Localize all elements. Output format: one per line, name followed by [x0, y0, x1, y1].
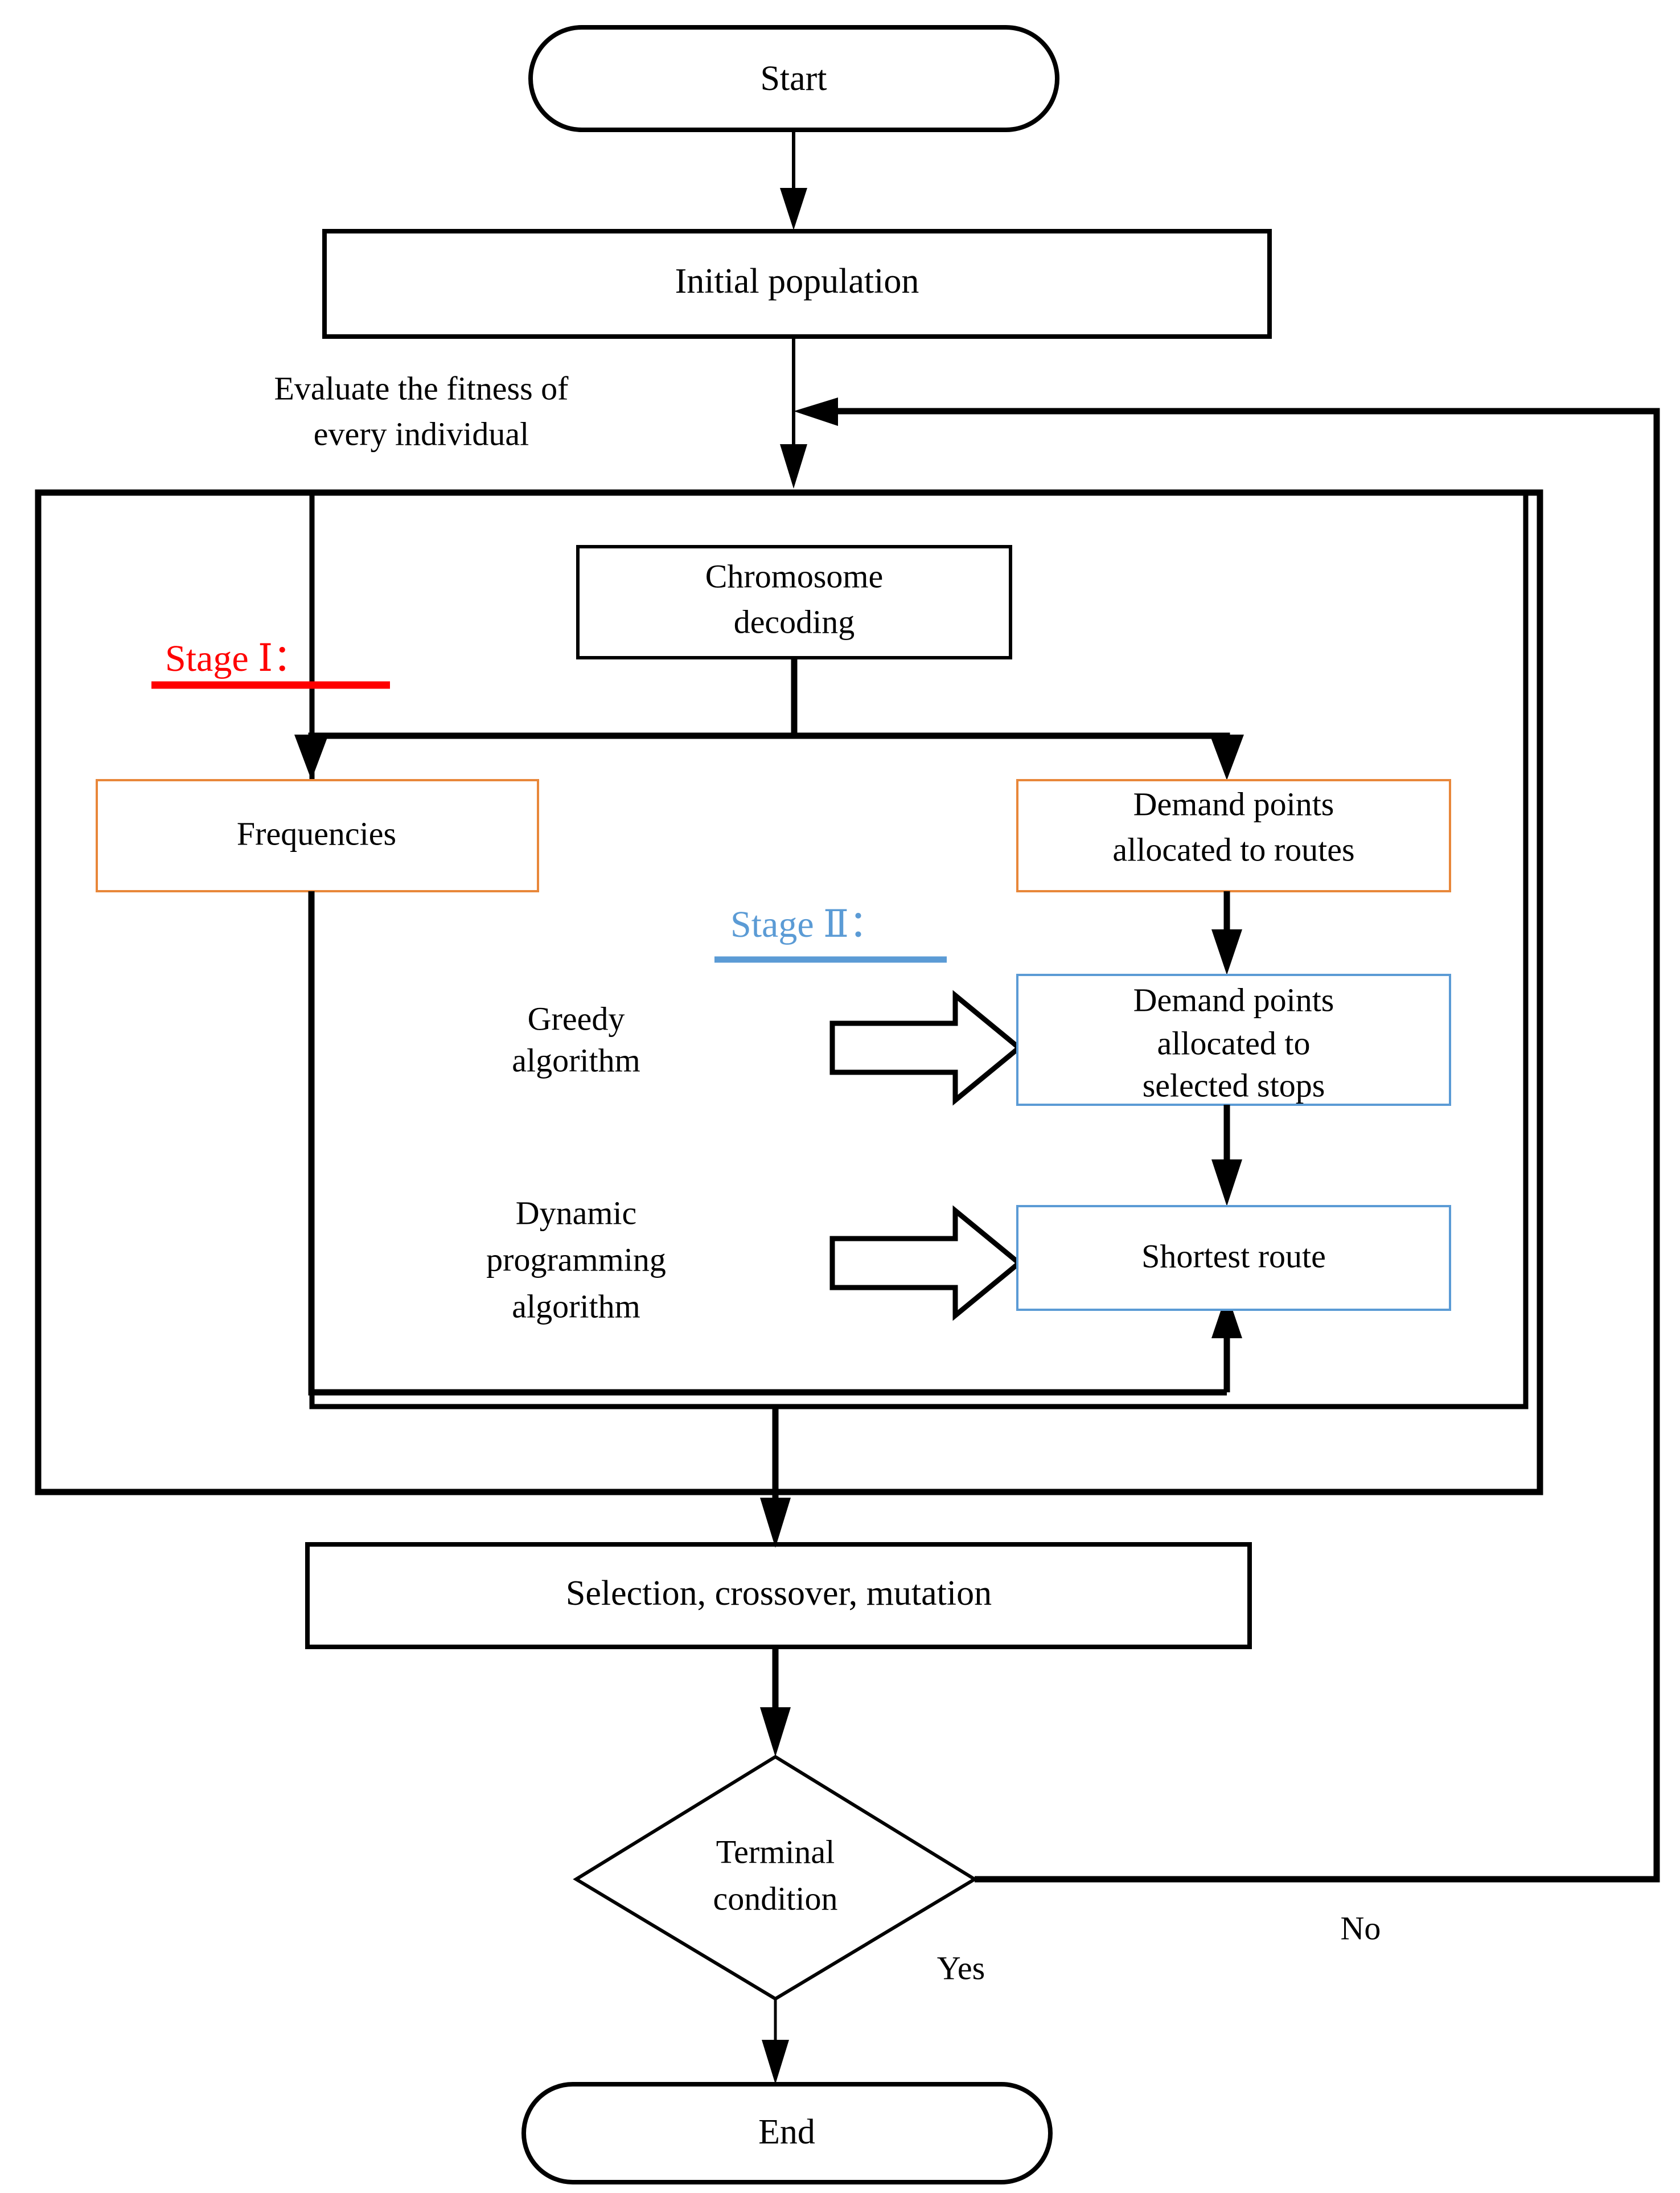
edge-terminal-to-end-arrowhead: [762, 2040, 789, 2084]
node-demand-points-stops-label-2: allocated to: [1157, 1024, 1311, 1061]
node-initial-population[interactable]: [322, 229, 1272, 339]
annotation-dynamic-line2: programming: [486, 1241, 666, 1278]
node-frequencies[interactable]: [96, 779, 539, 892]
edge-chromosome-to-demand-routes-arrowhead: [1210, 735, 1244, 780]
node-end-label: End: [758, 2113, 815, 2151]
node-terminal-condition-label-1: Terminal: [716, 1833, 835, 1870]
block-arrow-greedy: [829, 990, 1024, 1106]
edge-chromosome-to-frequencies: [308, 658, 798, 757]
annotation-greedy-line2: algorithm: [512, 1042, 640, 1079]
edge-initial-to-chromosome-arrowhead: [780, 444, 807, 489]
node-terminal-condition-label-2: condition: [713, 1880, 837, 1917]
node-demand-points-routes-label-1: Demand points: [1133, 785, 1334, 822]
edge-demand-stops-to-shortest-arrowhead: [1211, 1159, 1242, 1206]
node-terminal-condition[interactable]: [573, 1755, 978, 2001]
node-demand-points-stops[interactable]: [1016, 974, 1451, 1106]
edge-chromosome-to-demand-routes: [794, 732, 1230, 757]
annotation-greedy-line1: Greedy: [528, 1000, 625, 1037]
edge-label-no: No: [1341, 1909, 1381, 1946]
node-shortest-route-label: Shortest route: [1141, 1237, 1326, 1274]
node-demand-points-stops-label-1: Demand points: [1133, 981, 1334, 1018]
node-initial-population-label: Initial population: [675, 262, 919, 301]
annotation-dynamic-line3: algorithm: [512, 1288, 640, 1325]
annotation-dynamic-line1: Dynamic: [516, 1194, 637, 1231]
edge-group-to-selection-arrowhead: [760, 1498, 791, 1548]
node-demand-points-routes[interactable]: [1016, 779, 1451, 892]
node-shortest-route[interactable]: [1016, 1205, 1451, 1311]
annotation-evaluate-fitness-line2: every individual: [314, 415, 529, 452]
edge-demand-routes-to-stops-arrowhead: [1211, 929, 1242, 975]
stage-1-label: Stage Ⅰ：: [165, 638, 310, 679]
node-frequencies-label: Frequencies: [237, 815, 396, 852]
edge-label-yes: Yes: [937, 1949, 985, 1986]
edge-selection-to-terminal-arrowhead: [760, 1707, 791, 1757]
edge-start-to-initial-arrowhead: [780, 188, 807, 230]
block-arrow-dynamic-programming: [829, 1205, 1024, 1321]
node-demand-points-routes-label-2: allocated to routes: [1112, 831, 1354, 868]
node-chromosome-decoding-label-2: decoding: [734, 603, 855, 640]
edge-chromosome-to-frequencies-arrowhead: [294, 735, 328, 780]
node-demand-points-stops-label-3: selected stops: [1143, 1067, 1325, 1104]
annotation-evaluate-fitness-line1: Evaluate the fitness of: [274, 370, 569, 407]
edge-terminal-no-feedback: [808, 408, 1660, 1883]
node-start-label: Start: [760, 59, 827, 98]
outer-group-frame: [35, 489, 1543, 1495]
edge-frequencies-to-shortest-route: [308, 891, 1227, 1396]
node-selection-crossover-mutation-label: Selection, crossover, mutation: [566, 1574, 992, 1613]
stage-2-label: Stage Ⅱ：: [730, 904, 886, 945]
node-end[interactable]: [521, 2082, 1053, 2184]
node-chromosome-decoding-label-1: Chromosome: [705, 558, 884, 595]
